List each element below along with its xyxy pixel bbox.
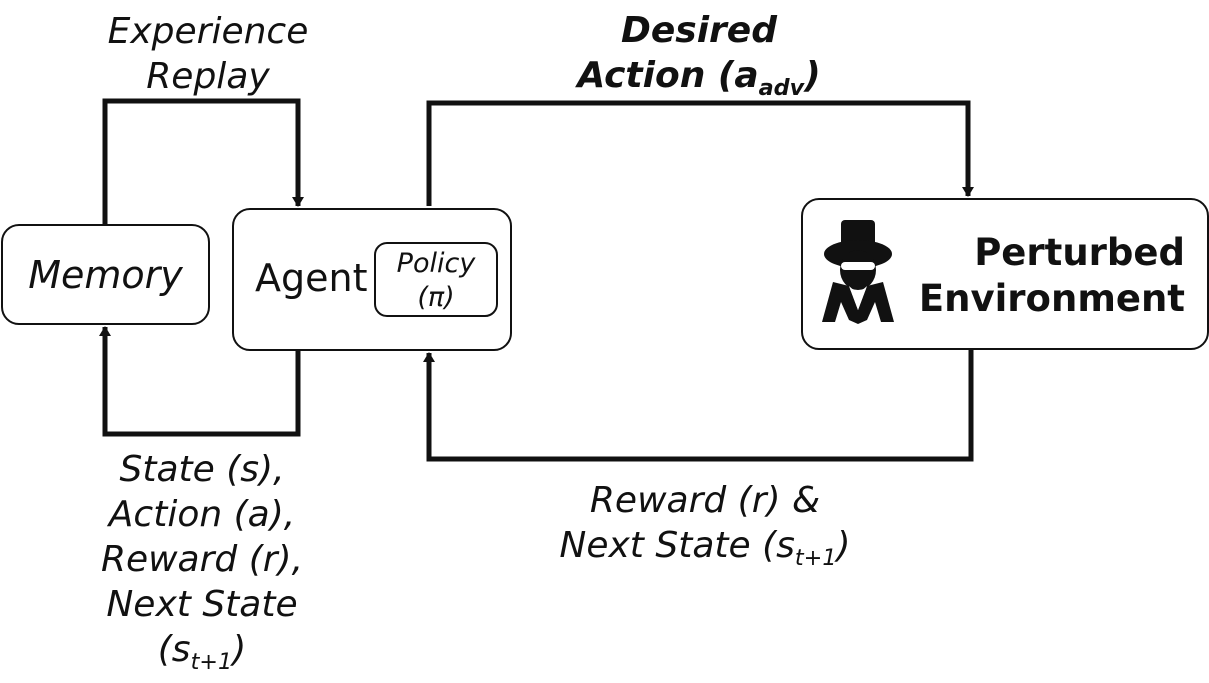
desired-action-arrow xyxy=(426,100,974,206)
transition-store-line3: Reward (r), xyxy=(100,539,304,580)
transition-store-line1: State (s), xyxy=(119,449,285,490)
reward-next-state-line1: Reward (r) & xyxy=(589,480,821,521)
memory-label: Memory xyxy=(28,252,183,297)
experience-replay-line2: Replay xyxy=(146,56,270,97)
reward-next-state-label: Reward (r) & Next State (st+1) xyxy=(510,478,900,572)
transition-store-label: State (s), Action (a), Reward (r), Next … xyxy=(70,447,334,676)
desired-action-end: ) xyxy=(804,55,821,96)
memory-node: Memory xyxy=(1,224,210,325)
spy-icon xyxy=(822,220,894,324)
experience-replay-line1: Experience xyxy=(107,11,309,52)
transition-store-main: (s xyxy=(157,629,191,670)
reward-next-state-subscript: t+1 xyxy=(794,545,837,572)
transition-store-line2: Action (a), xyxy=(108,494,296,535)
transition-store-end: ) xyxy=(232,629,247,670)
desired-action-line2: Action (aadv) xyxy=(540,53,858,102)
reward-next-state-end: ) xyxy=(836,525,851,566)
environment-label-line1: Perturbed xyxy=(974,231,1185,274)
transition-store-line4: Next State xyxy=(106,584,298,625)
desired-action-subscript: adv xyxy=(758,75,805,102)
transition-store-line5: (st+1) xyxy=(70,627,334,676)
policy-label: Policy xyxy=(396,248,476,279)
experience-replay-arrow xyxy=(102,98,304,224)
agent-node: Agent Policy (π) xyxy=(232,208,512,351)
desired-action-label: Desired Action (aadv) xyxy=(540,8,858,102)
agent-label: Agent xyxy=(255,256,368,300)
reward-next-state-line2: Next State (st+1) xyxy=(510,523,900,572)
reward-next-state-arrow xyxy=(423,350,974,462)
transition-store-arrow xyxy=(99,326,301,437)
policy-node: Policy (π) xyxy=(374,242,498,317)
experience-replay-label: Experience Replay xyxy=(88,9,328,99)
transition-store-subscript: t+1 xyxy=(190,649,233,676)
environment-node: Perturbed Environment xyxy=(801,198,1209,350)
desired-action-line1: Desired xyxy=(620,10,777,51)
policy-symbol: (π) xyxy=(417,282,455,313)
environment-label: Perturbed Environment xyxy=(919,230,1185,322)
environment-label-line2: Environment xyxy=(918,277,1185,320)
desired-action-main: Action (a xyxy=(577,55,759,96)
reward-next-state-main: Next State (s xyxy=(559,525,795,566)
